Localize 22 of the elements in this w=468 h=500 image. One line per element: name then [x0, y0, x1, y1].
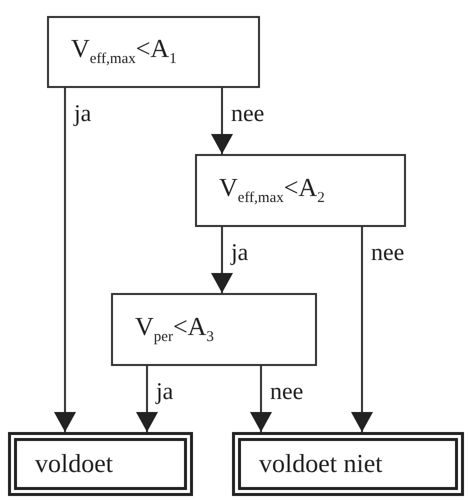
result-box: [232, 432, 464, 496]
node-text: voldoet niet: [259, 451, 382, 477]
decision-box: [195, 154, 406, 227]
arrow: [54, 88, 76, 432]
node-text: V$_{eff,max}$<A$_{2}$: [219, 174, 325, 206]
node-text: V$_{per}$<A$_{3}$: [135, 314, 214, 346]
node-text: V$_{eff,max}$<A$_{1}$: [71, 36, 177, 68]
arrow: [211, 227, 233, 293]
arrow: [211, 88, 233, 154]
decision-box: [111, 293, 317, 366]
decision-box: [47, 16, 260, 88]
arrow: [136, 366, 158, 432]
edge-label: nee: [270, 380, 304, 404]
node-text: voldoet: [35, 451, 113, 477]
edge-label: nee: [371, 241, 404, 265]
edge-label: ja: [231, 241, 248, 265]
edge-label: nee: [231, 102, 264, 126]
edge-label: ja: [74, 102, 92, 126]
result-box: [8, 432, 193, 496]
arrow: [351, 227, 373, 432]
arrow: [250, 366, 272, 432]
edge-label: ja: [156, 380, 174, 404]
